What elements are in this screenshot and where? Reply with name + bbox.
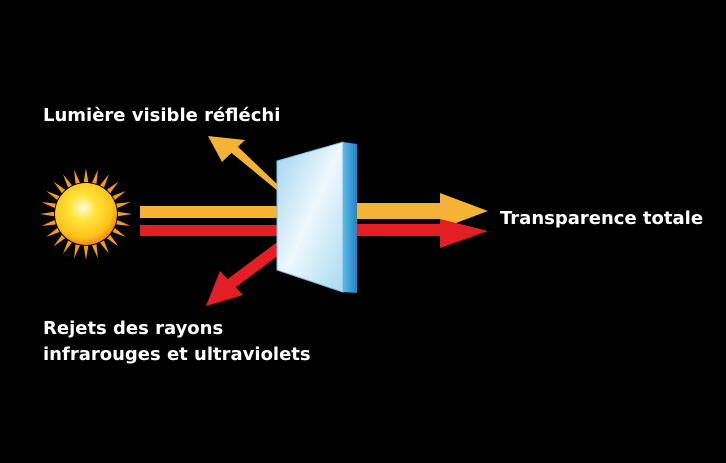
sun-icon [40,168,132,260]
sun-ray [92,169,98,184]
sun-ray [116,220,131,226]
sun-ray [63,174,72,188]
sun-ray [92,244,98,259]
sun-rays [40,168,132,260]
sun-ray [117,211,132,217]
sun-core [55,183,117,245]
sun-ray [74,244,80,259]
rejected-rays-label-line1: Rejets des rayons [43,318,224,339]
sun-ray [83,168,89,183]
sun-ray [40,211,55,217]
rejected-rays-label: Rejets des rayons infrarouges et ultravi… [43,316,311,368]
glass-pane-icon [276,141,357,293]
sun-ray [41,202,56,208]
sun-ray [46,228,60,237]
reflected-light-label: Lumière visible réfléchi [43,105,281,126]
rejected-rays-label-line2: infrarouges et ultraviolets [43,344,311,365]
sun-ray [100,240,109,254]
incoming-infrared-beam [140,225,306,236]
incoming-visible-beam [140,206,306,218]
sun-ray [53,234,66,247]
sun-ray [112,228,126,237]
sun-ray [74,169,80,184]
sun-ray [116,202,131,208]
sun-ray [53,181,66,194]
sun-ray [100,174,109,188]
sun-ray [106,234,119,247]
sun-ray [106,181,119,194]
transmitted-infrared-arrow [357,219,488,248]
sun-ray [41,220,56,226]
transmitted-visible-arrow [357,193,488,229]
sun-ray [112,191,126,200]
sun-ray [63,240,72,254]
transmitted-label: Transparence totale [500,208,704,229]
sun-ray [46,191,60,200]
sun-ray [83,245,89,260]
